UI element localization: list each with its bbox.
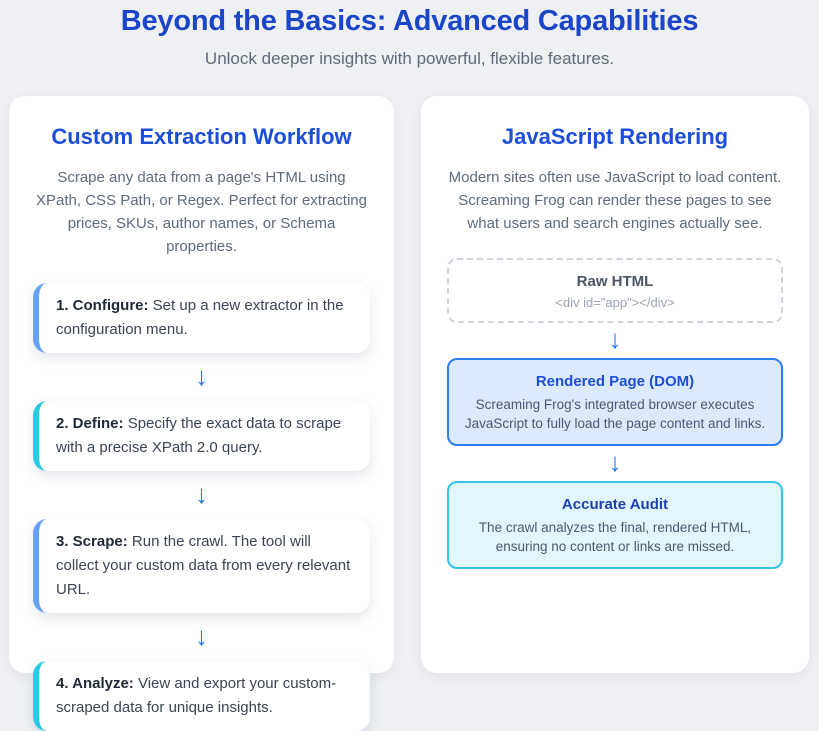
- arrow-down-icon: ↓: [195, 479, 208, 509]
- step-analyze-label: 4. Analyze:: [56, 675, 134, 692]
- page-subtitle: Unlock deeper insights with powerful, fl…: [204, 49, 615, 68]
- step-scrape-text: 3. Scrape: Run the crawl. The tool will …: [56, 533, 351, 598]
- rendered-page-box: Rendered Page (DOM) Screaming Frog's int…: [447, 358, 783, 446]
- extraction-steps: 1. Configure: Set up a new extractor in …: [33, 283, 370, 731]
- page-header: Beyond the Basics: Advanced Capabilities…: [0, 0, 819, 69]
- step-define: 2. Define: Specify the exact data to scr…: [33, 401, 370, 471]
- javascript-rendering-description: Modern sites often use JavaScript to loa…: [448, 169, 782, 232]
- step-define-label: 2. Define:: [56, 415, 124, 432]
- step-configure-text: 1. Configure: Set up a new extractor in …: [56, 297, 344, 338]
- rendered-page-text: Screaming Frog's integrated browser exec…: [464, 397, 766, 431]
- rendered-page-title: Rendered Page (DOM): [535, 373, 695, 390]
- custom-extraction-description: Scrape any data from a page's HTML using…: [36, 169, 367, 255]
- step-scrape: 3. Scrape: Run the crawl. The tool will …: [33, 519, 370, 613]
- raw-html-title: Raw HTML: [576, 273, 654, 290]
- step-configure-label: 1. Configure:: [56, 297, 149, 314]
- rendering-flow: Raw HTML <div id="app"></div> ↓ Rendered…: [447, 258, 783, 569]
- accurate-audit-box: Accurate Audit The crawl analyzes the fi…: [447, 481, 783, 569]
- raw-html-box: Raw HTML <div id="app"></div>: [447, 258, 783, 323]
- arrow-down-icon: ↓: [195, 361, 208, 391]
- javascript-rendering-title: JavaScript Rendering: [501, 124, 729, 149]
- arrow-down-icon: ↓: [195, 621, 208, 651]
- custom-extraction-card: Custom Extraction Workflow Scrape any da…: [9, 96, 394, 731]
- step-configure: 1. Configure: Set up a new extractor in …: [33, 283, 370, 353]
- arrow-down-icon: ↓: [608, 447, 622, 477]
- step-scrape-label: 3. Scrape:: [56, 533, 128, 550]
- javascript-rendering-card: JavaScript Rendering Modern sites often …: [421, 96, 809, 673]
- accurate-audit-title: Accurate Audit: [561, 496, 669, 513]
- cards-row: Custom Extraction Workflow Scrape any da…: [0, 96, 819, 731]
- arrow-down-icon: ↓: [608, 324, 622, 354]
- page-title: Beyond the Basics: Advanced Capabilities: [120, 5, 699, 37]
- step-analyze-text: 4. Analyze: View and export your custom-…: [56, 675, 337, 716]
- accurate-audit-text: The crawl analyzes the final, rendered H…: [478, 520, 752, 554]
- custom-extraction-title: Custom Extraction Workflow: [51, 124, 352, 149]
- step-analyze: 4. Analyze: View and export your custom-…: [33, 661, 370, 731]
- raw-html-code: <div id="app"></div>: [555, 295, 675, 310]
- step-define-text: 2. Define: Specify the exact data to scr…: [56, 415, 342, 456]
